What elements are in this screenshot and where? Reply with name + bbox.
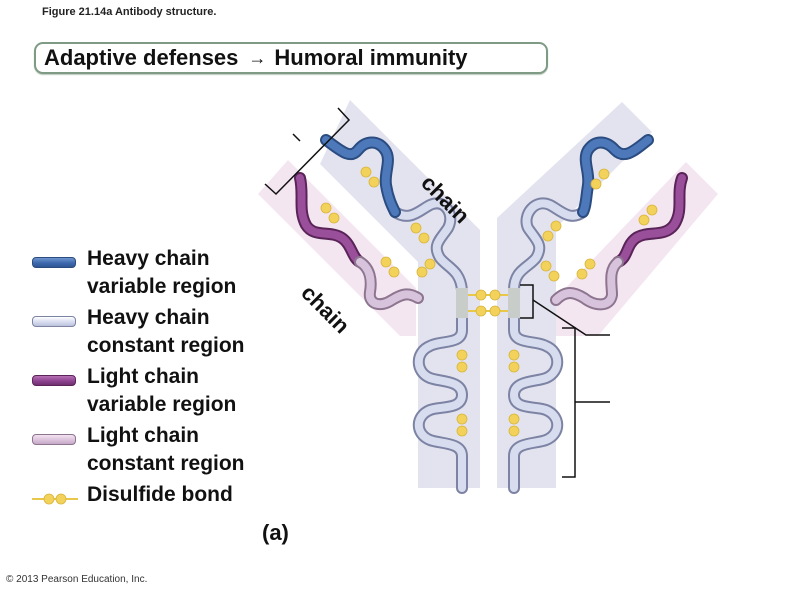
panel-label: (a) (262, 520, 289, 545)
right-heavy-band (497, 102, 652, 488)
intra-bond (542, 220, 562, 242)
disulfide-bonds (320, 166, 658, 437)
intra-bond (320, 202, 340, 224)
hinge-bracket (520, 284, 534, 319)
copyright: © 2013 Pearson Education, Inc. (6, 574, 148, 585)
legend-label-line2: variable region (87, 393, 237, 416)
intra-bond (456, 349, 468, 373)
legend-label-line2: variable region (87, 275, 237, 298)
inter-heavy-bond-1 (468, 289, 508, 301)
figure-caption: Figure 21.14a Antibody structure. (42, 6, 217, 18)
stem-bracket (562, 327, 576, 478)
topic-banner: Adaptive defenses → Humoral immunity (34, 42, 548, 74)
hinge-right (508, 288, 520, 318)
banner-left-topic: Adaptive defenses (44, 45, 239, 70)
intra-bond (410, 222, 430, 244)
heavy-constant-swatch (32, 316, 76, 327)
interchain-bond (540, 260, 560, 282)
intra-bond (576, 258, 596, 280)
hinge-leader-line (532, 299, 610, 336)
legend-label-line1: Heavy chain (87, 247, 210, 270)
arrow-right-icon: → (248, 47, 267, 68)
heavy-chain-bands (320, 100, 652, 488)
variable-region-bracket (264, 107, 351, 196)
right-heavy-chain (508, 134, 654, 494)
inter-heavy-bond-2 (468, 305, 508, 317)
left-heavy-chain (320, 134, 468, 494)
legend-label-line1: Light chain (87, 424, 199, 447)
variable-region-bracket-tick (292, 133, 301, 142)
legend-label-line2: constant region (87, 334, 245, 357)
light-constant-swatch (32, 434, 76, 445)
legend-label-line2: constant region (87, 452, 245, 475)
heavy-variable-swatch (32, 257, 76, 268)
legend-label-line1: Light chain (87, 365, 199, 388)
light-variable-swatch (32, 375, 76, 386)
interchain-bond (416, 258, 436, 278)
brackets (264, 107, 610, 478)
hinge-left (456, 288, 468, 318)
legend-label-line1: Disulfide bond (87, 483, 233, 506)
intra-bond (508, 349, 520, 373)
left-heavy-band (320, 100, 480, 488)
intra-bond (590, 168, 610, 190)
legend-label-line1: Heavy chain (87, 306, 210, 329)
left-light-chain (294, 172, 424, 311)
intra-bond (380, 256, 400, 278)
intra-bond (456, 413, 468, 437)
intra-bond (638, 204, 658, 226)
intra-bond (508, 413, 520, 437)
disulfide-bond-icon (32, 493, 78, 505)
banner-right-topic: Humoral immunity (274, 45, 468, 70)
right-light-chain (550, 172, 688, 311)
intra-bond (360, 166, 380, 188)
